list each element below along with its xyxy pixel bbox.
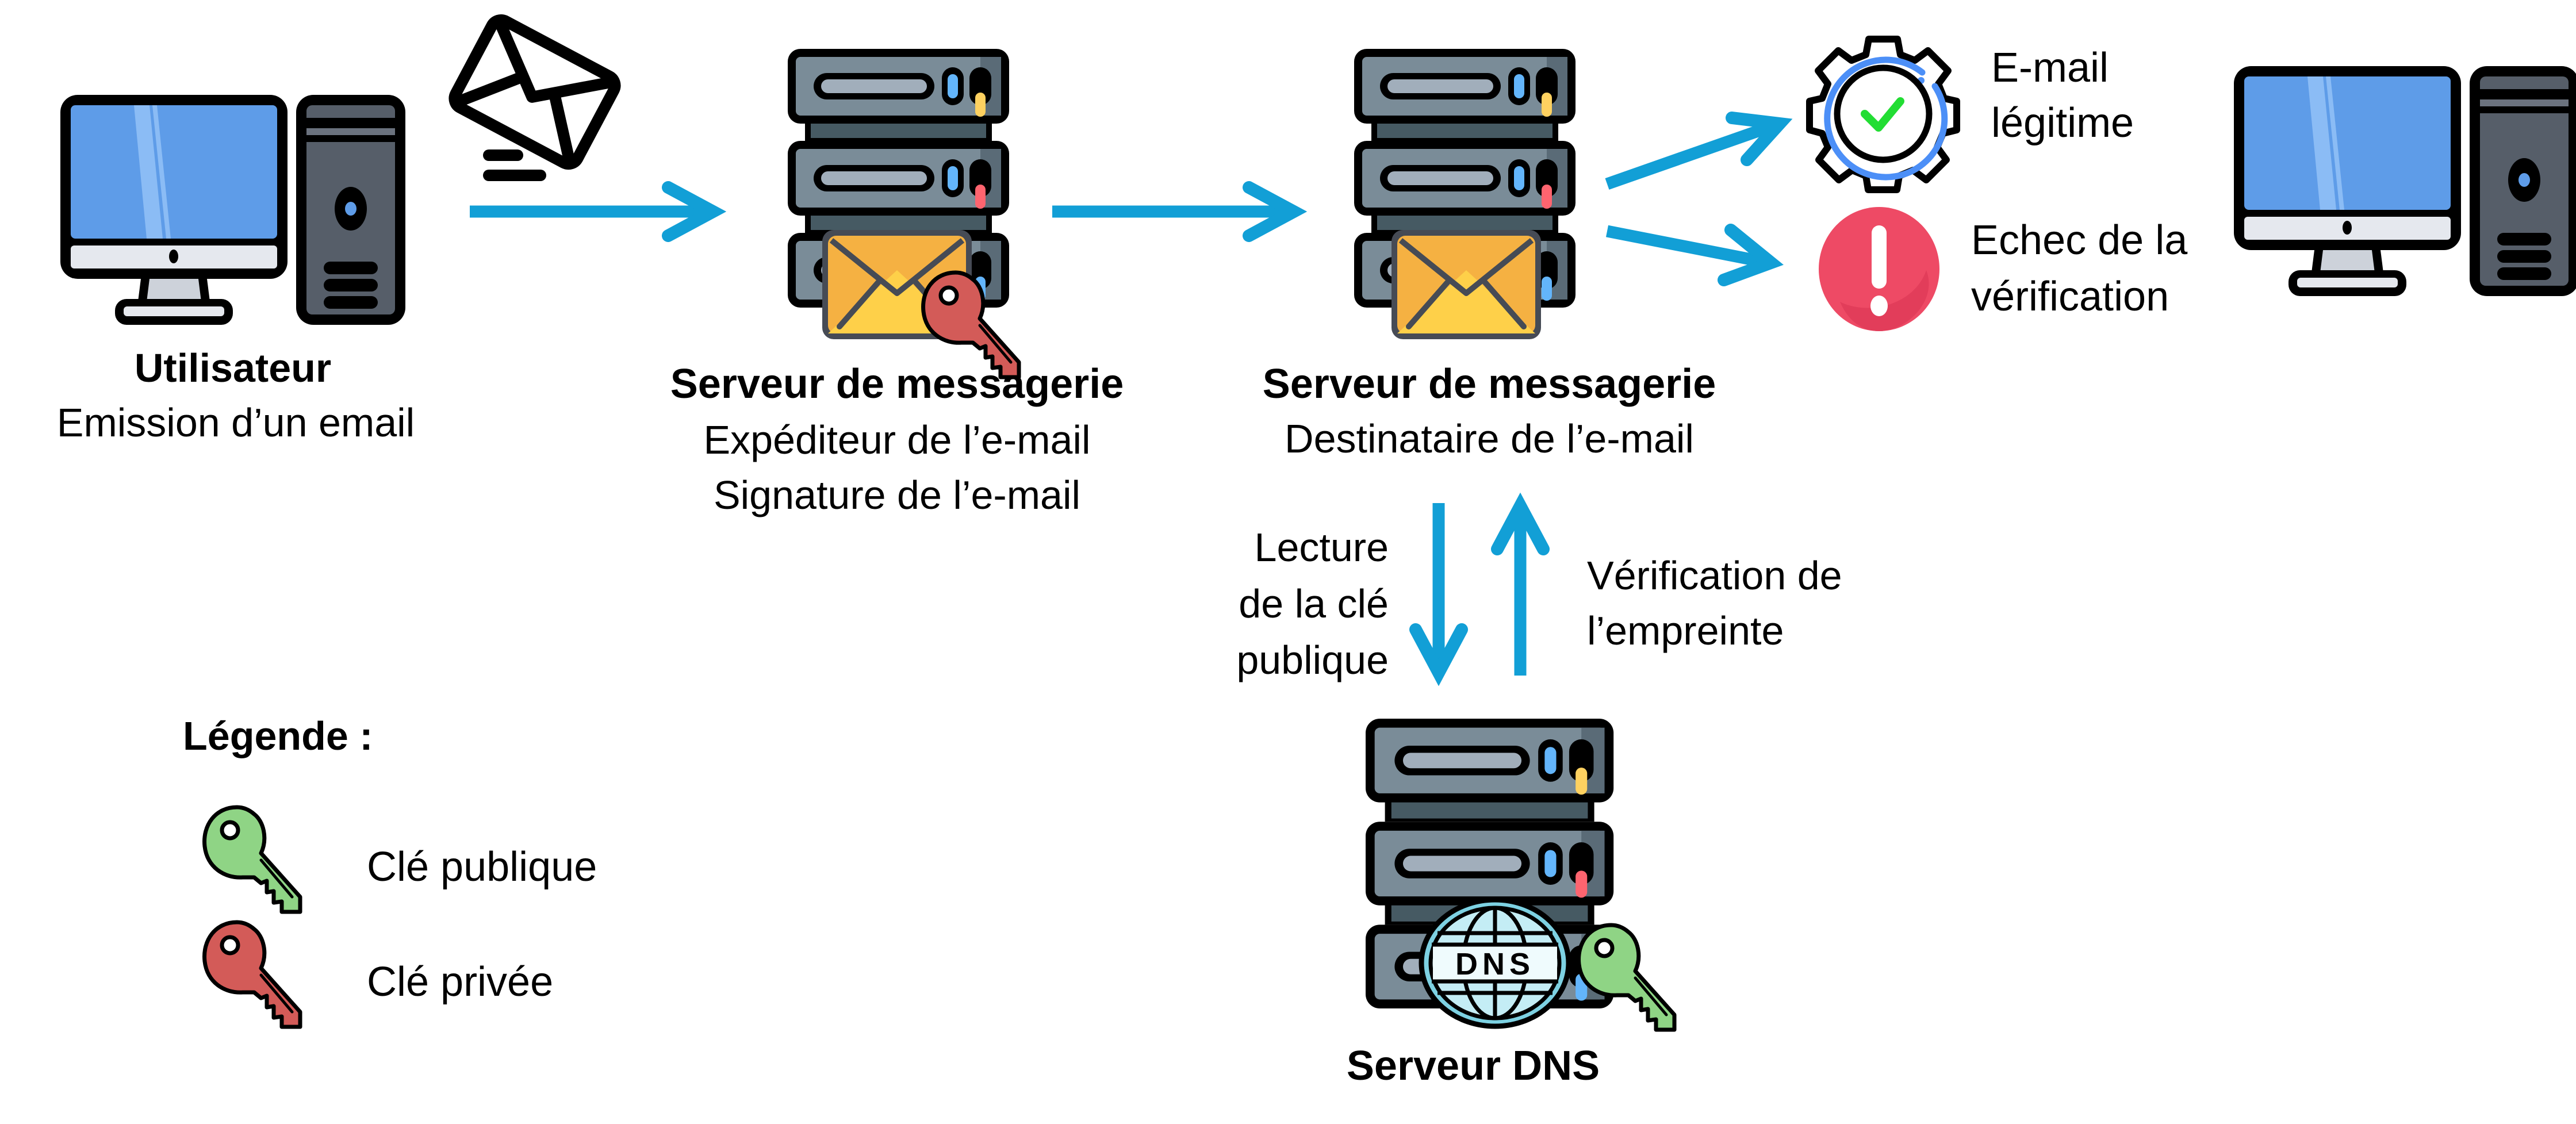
- verify-fingerprint-label-line1: Vérification de: [1587, 553, 1842, 598]
- recipient-server-title: Serveur de messagerie: [1262, 361, 1716, 407]
- user-title: Utilisateur: [134, 346, 332, 390]
- mail-server-signed-icon: [788, 49, 1029, 371]
- read-public-key-label-line2: de la clé: [1239, 581, 1389, 626]
- sender-server-title: Serveur de messagerie: [670, 361, 1124, 407]
- outcome-fail-line2: vérification: [1971, 274, 2169, 320]
- arrow-sender-to-recipient-server: [1052, 181, 1308, 242]
- globe-icon: DNS: [1419, 897, 1571, 1029]
- user-subtitle: Emission d’un email: [56, 400, 415, 445]
- dns-server-icon: DNS: [1366, 719, 1688, 1041]
- outcome-fail-line1: Echec de la: [1971, 217, 2188, 263]
- flying-envelope-icon: [448, 14, 621, 181]
- public-key-icon: [1579, 925, 1674, 1030]
- sender-server-role: Expéditeur de l’e-mail: [703, 417, 1091, 462]
- alert-icon: [1819, 207, 1939, 331]
- legend-public-key-label: Clé publique: [367, 844, 597, 890]
- gear-check-icon: [1806, 36, 1960, 193]
- read-public-key-label-line3: publique: [1236, 638, 1389, 682]
- read-public-key-label-line1: Lecture: [1254, 525, 1389, 570]
- legend-title: Légende :: [183, 713, 373, 758]
- sender-server-action: Signature de l’e-mail: [713, 473, 1081, 517]
- mail-server-icon: [1354, 49, 1596, 348]
- outcome-legit-line2: légitime: [1991, 100, 2134, 146]
- legend-private-key-icon: [201, 920, 305, 1032]
- recipient-computer-icon: [2234, 66, 2576, 296]
- legend-public-key-icon: [201, 805, 305, 917]
- arrow-user-to-sender-server: [470, 181, 727, 242]
- arrow-verify-fingerprint-up: [1491, 492, 1550, 676]
- arrow-to-verification-failure: [1605, 224, 1784, 286]
- recipient-server-role: Destinataire de l’e-mail: [1285, 416, 1694, 461]
- verify-fingerprint-label-line2: l’empreinte: [1587, 608, 1784, 653]
- dns-server-title: Serveur DNS: [1346, 1043, 1600, 1089]
- arrow-read-public-key-down: [1409, 503, 1468, 686]
- legend-private-key-label: Clé privée: [367, 959, 554, 1005]
- arrow-to-legit-email: [1605, 112, 1793, 190]
- dns-label: DNS: [1455, 947, 1535, 981]
- outcome-legit-line1: E-mail: [1991, 45, 2109, 91]
- envelope-icon: [1392, 230, 1541, 339]
